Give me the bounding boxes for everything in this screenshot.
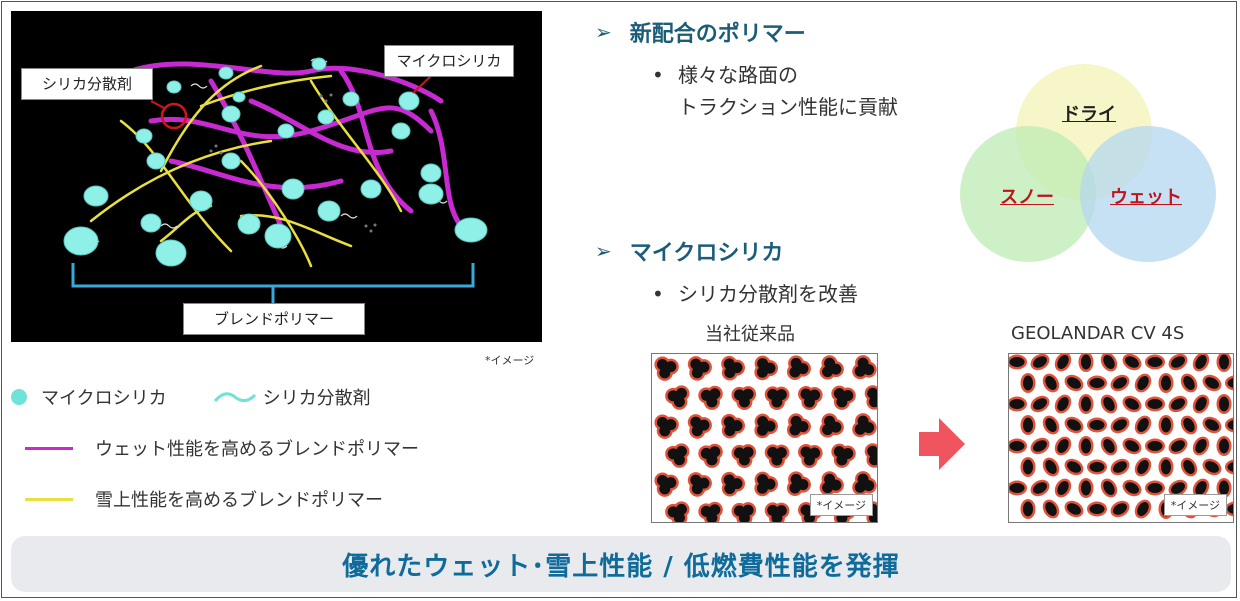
dispersion-image-geolandar [1009,354,1233,519]
dispersant-squiggle-icon [213,392,256,402]
heading-microsilica-text: マイクロシリカ [629,241,784,266]
dispersion-image-conventional [654,355,877,522]
heading-microsilica: ➢ マイクロシリカ [595,235,783,267]
venn-circle-snow [960,126,1096,262]
summary-banner: 優れたウェット･雪上性能 / 低燃費性能を発揮 [11,536,1231,592]
venn-label-snow: スノー [1000,187,1054,208]
legend-snow-polymer: 雪上性能を高めるブレンドポリマー [95,490,383,511]
bullet-dispersant: • シリカ分散剤を改善 [652,278,858,310]
polymer-network-illustration [63,57,488,303]
venn-circle-wet [1080,126,1216,262]
bullet-traction-line2: トラクション性能に貢献 [678,95,898,119]
image-note-conventional: *イメージ [809,494,873,516]
microsilica-dot-icon [11,389,27,405]
legend-row-wet: ウェット性能を高めるブレンドポリマー [25,435,419,461]
legend-row-1: マイクロシリカ シリカ分散剤 [11,384,371,410]
bullet-dot-icon: • [652,282,664,306]
legend-dispersant: シリカ分散剤 [262,388,371,409]
callout-blend-polymer: ブレンドポリマー [183,303,365,335]
venn-label-dry: ドライ [1062,104,1116,125]
micrograph-geolandar: *イメージ [1008,353,1234,523]
micrograph-conventional: *イメージ [651,353,878,523]
legend-microsilica: マイクロシリカ [41,388,167,409]
heading-new-polymer-text: 新配合のポリマー [629,22,806,47]
heading-new-polymer: ➢ 新配合のポリマー [595,16,806,48]
legend-wet-polymer: ウェット性能を高めるブレンドポリマー [95,439,419,460]
summary-banner-text: 優れたウェット･雪上性能 / 低燃費性能を発揮 [342,551,900,582]
arrow-right-icon [919,418,965,470]
venn-label-wet: ウェット [1110,187,1182,208]
bullet-traction: • 様々な路面の トラクション性能に貢献 [652,59,898,123]
legend-row-snow: 雪上性能を高めるブレンドポリマー [25,486,383,512]
arrow-bullet-icon: ➢ [595,239,612,263]
callout-microsilica: マイクロシリカ [384,45,514,77]
polymer-network-diagram: シリカ分散剤 マイクロシリカ ブレンドポリマー [11,11,542,342]
bullet-traction-line1: 様々な路面の [678,63,798,87]
wet-line-icon [25,446,73,450]
label-conventional: 当社従来品 [705,324,795,345]
venn-diagram: ドライ スノー ウェット [958,64,1220,264]
bullet-dot-icon: • [652,63,664,87]
callout-silica-dispersant: シリカ分散剤 [21,68,153,100]
snow-line-icon [25,497,73,501]
bullet-dispersant-text: シリカ分散剤を改善 [678,282,858,306]
image-note-geolandar: *イメージ [1163,494,1227,516]
arrow-bullet-icon: ➢ [595,20,612,44]
image-note-diagram: *イメージ [485,354,535,367]
label-geolandar: GEOLANDAR CV 4S [1011,323,1185,344]
